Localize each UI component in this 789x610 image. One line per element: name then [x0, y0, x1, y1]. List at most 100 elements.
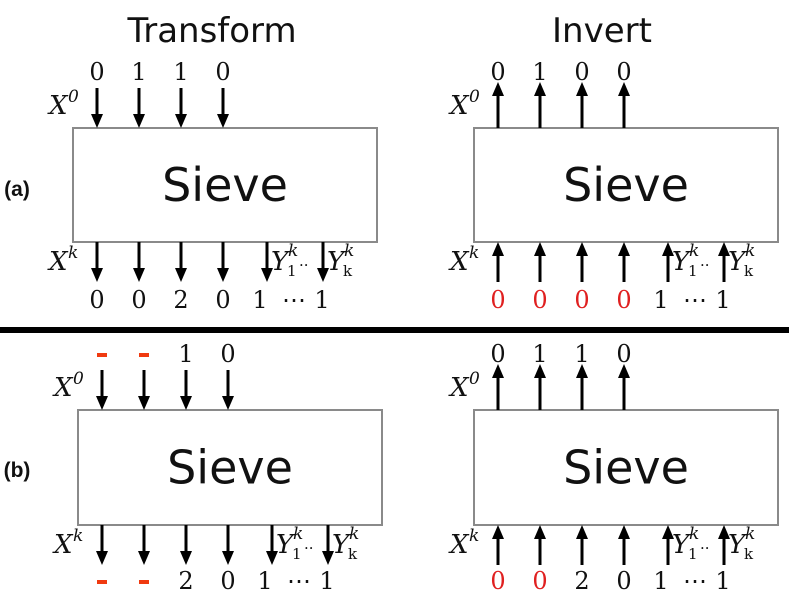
top-var-label-sup: 0 [469, 369, 480, 389]
bottom-arrow [96, 525, 108, 565]
top-var-label-var: X [448, 91, 470, 121]
bottom-arrow-head [317, 268, 329, 282]
y-first-sub: 1 [688, 545, 698, 563]
top-arrow [492, 364, 504, 410]
top-arrow-head [576, 82, 588, 96]
bottom-arrow [180, 525, 192, 565]
y-last-var: Y [728, 247, 748, 277]
top-arrow [576, 82, 588, 128]
bottom-arrow [222, 525, 234, 565]
top-arrow-head [534, 364, 546, 378]
top-arrow [133, 88, 145, 128]
y-last-sup: k [344, 241, 354, 261]
bottom-var-label-var: X [448, 530, 470, 560]
sieve-label: Sieve [563, 441, 689, 495]
bottom-var-label-var: X [448, 247, 470, 277]
y-first-var: Y [672, 247, 692, 277]
bottom-bit: 0 [532, 567, 547, 595]
bottom-bit: 1 [715, 567, 730, 595]
y-dots: ·· [299, 256, 309, 274]
top-arrow-head [96, 396, 108, 410]
sieve-label: Sieve [167, 441, 293, 495]
top-arrow [180, 370, 192, 410]
top-arrow [138, 370, 150, 410]
y-last-var: Y [327, 247, 347, 277]
bottom-arrow [492, 242, 504, 282]
top-arrow [96, 370, 108, 410]
bottom-arrow-head [618, 242, 630, 256]
bottom-var-label-sup: k [73, 526, 83, 546]
y-first-var: Y [271, 247, 291, 277]
bottom-arrow [718, 525, 730, 565]
bottom-bit: 1 [653, 286, 668, 314]
bottom-arrow-head [96, 551, 108, 565]
y-last-sub: k [343, 262, 353, 280]
top-arrow-head [180, 396, 192, 410]
bottom-bit: 1 [257, 567, 272, 595]
top-bit: 0 [574, 58, 589, 86]
header-invert: Invert [552, 11, 652, 51]
bottom-var-label-sup: k [469, 526, 479, 546]
bottom-arrow-head [222, 551, 234, 565]
bottom-bit: ⋯ [287, 567, 311, 595]
bottom-arrow-head [266, 551, 278, 565]
bottom-arrow-head [138, 551, 150, 565]
bottom-arrow [317, 242, 329, 282]
bottom-arrow-head [175, 268, 187, 282]
bottom-arrow [492, 525, 504, 565]
y-first-sub: 1 [688, 262, 698, 280]
top-bit-dash [97, 353, 107, 357]
y-dots: ·· [304, 539, 314, 557]
bottom-bit: 1 [314, 286, 329, 314]
top-bit: 1 [131, 58, 146, 86]
bottom-arrow-head [492, 242, 504, 256]
top-arrow [534, 364, 546, 410]
top-arrow [175, 88, 187, 128]
bottom-arrow [91, 242, 103, 282]
top-arrow-head [576, 364, 588, 378]
bottom-bit: 1 [715, 286, 730, 314]
top-arrow-head [618, 82, 630, 96]
top-bit: 0 [89, 58, 104, 86]
bottom-arrow [534, 525, 546, 565]
top-bit-dash [139, 353, 149, 357]
bottom-bit: 1 [653, 567, 668, 595]
top-arrow-head [138, 396, 150, 410]
bottom-arrow [322, 525, 334, 565]
y-first-sup: k [689, 524, 699, 544]
y-first-var: Y [276, 530, 296, 560]
y-dots: ·· [700, 539, 710, 557]
bottom-var-label-sup: k [68, 243, 78, 263]
top-arrow-head [91, 114, 103, 128]
header-transform: Transform [126, 11, 296, 51]
top-bit: 1 [532, 58, 547, 86]
bottom-bit: ⋯ [683, 286, 707, 314]
bottom-bit: 0 [490, 567, 505, 595]
top-arrow [618, 364, 630, 410]
bottom-arrow [576, 242, 588, 282]
y-dots: ·· [700, 256, 710, 274]
sieve-box [473, 127, 779, 243]
sieve-box [473, 409, 779, 526]
bottom-arrow [175, 242, 187, 282]
bottom-bit-dash [97, 580, 107, 584]
bottom-arrow-head [261, 268, 273, 282]
y-first-sup: k [288, 241, 298, 261]
bottom-bit: ⋯ [282, 286, 306, 314]
bottom-arrow-head [133, 268, 145, 282]
bottom-bit: 1 [319, 567, 334, 595]
top-arrow [217, 88, 229, 128]
bottom-arrow [618, 242, 630, 282]
top-var-label-var: X [52, 373, 74, 403]
bottom-arrow-head [618, 525, 630, 539]
sieve-label: Sieve [563, 158, 689, 212]
